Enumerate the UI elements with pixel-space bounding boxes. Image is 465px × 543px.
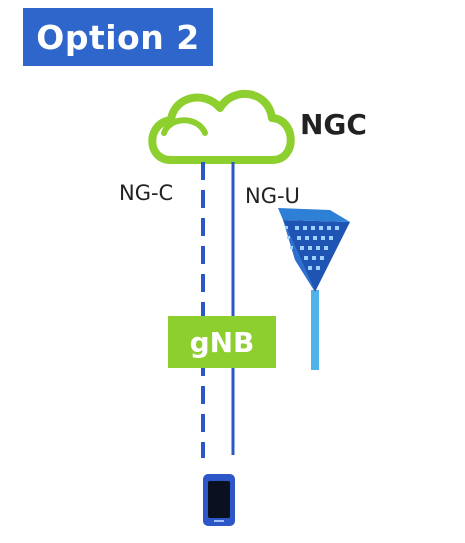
antenna-tower-icon <box>278 208 350 370</box>
gnb-label: gNB <box>189 325 255 359</box>
cloud-icon <box>148 89 295 164</box>
smartphone-icon <box>203 474 235 526</box>
ng-c-label: NG-C <box>119 181 174 205</box>
gnb-node: gNB <box>168 316 276 368</box>
diagram-title: Option 2 <box>36 17 200 57</box>
ng-u-label: NG-U <box>245 184 300 208</box>
core-label: NGC <box>300 108 367 141</box>
title-banner: Option 2 <box>23 8 213 66</box>
